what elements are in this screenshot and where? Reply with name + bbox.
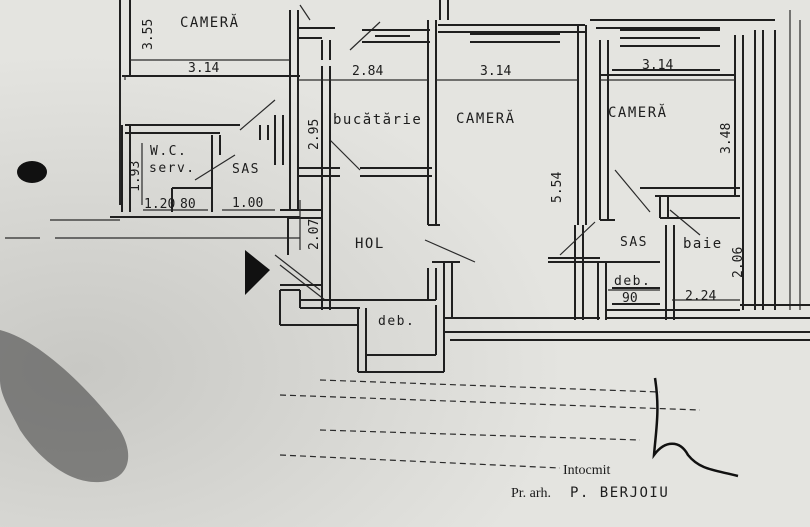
dim-kitchen-width: 2.84 — [352, 64, 383, 79]
dim-hall-height: 2.07 — [307, 219, 322, 250]
room-label-baie: baie — [683, 236, 723, 252]
entrance-arrow-icon — [245, 250, 270, 295]
room-label-sas-left: SAS — [232, 162, 260, 177]
room-label-wc: W.C. — [150, 144, 187, 159]
dim-wc-width: 1.20 — [144, 197, 175, 212]
room-label-sas-right: SAS — [620, 235, 648, 250]
room-label-deb-right: deb. — [614, 274, 651, 289]
walls — [5, 0, 810, 469]
room-label-hol: HOL — [355, 236, 385, 252]
dim-right-room-width: 3.14 — [642, 58, 673, 73]
dim-mid-room-height: 5.54 — [550, 172, 565, 203]
hand-shadow — [0, 330, 129, 483]
punch-hole — [17, 161, 47, 183]
credit-architect-title: Pr. arh. — [511, 486, 551, 501]
dim-kitchen-height: 2.95 — [307, 119, 322, 150]
dim-mid-room-width: 3.14 — [480, 64, 511, 79]
dim-sas-width: 1.00 — [232, 196, 263, 211]
room-label-bucatarie: bucătărie — [333, 112, 422, 128]
dimension-lines — [119, 59, 740, 301]
dim-right-room-height: 3.48 — [719, 123, 734, 154]
room-label-camera-right: CAMERĂ — [608, 103, 668, 121]
dim-wc-height: 1.93 — [128, 161, 143, 192]
dim-left-vertical-top: 3.55 — [141, 19, 156, 50]
dim-deb-width: 90 — [622, 291, 638, 306]
signature — [652, 377, 739, 478]
dim-bath-height: 2.06 — [731, 247, 746, 278]
room-label-camera-top: CAMERĂ — [180, 13, 240, 31]
dim-bath-width: 2.24 — [685, 289, 716, 304]
credit-architect-name: P. BERJOIU — [570, 485, 669, 501]
credit-prepared: Intocmit — [563, 463, 611, 478]
dim-serv-width: 80 — [180, 197, 196, 212]
room-label-camera-mid: CAMERĂ — [456, 109, 516, 127]
room-label-deb-bottom: deb. — [378, 314, 415, 329]
room-label-serv: serv. — [149, 161, 196, 176]
dim-top-left-width: 3.14 — [188, 61, 219, 76]
